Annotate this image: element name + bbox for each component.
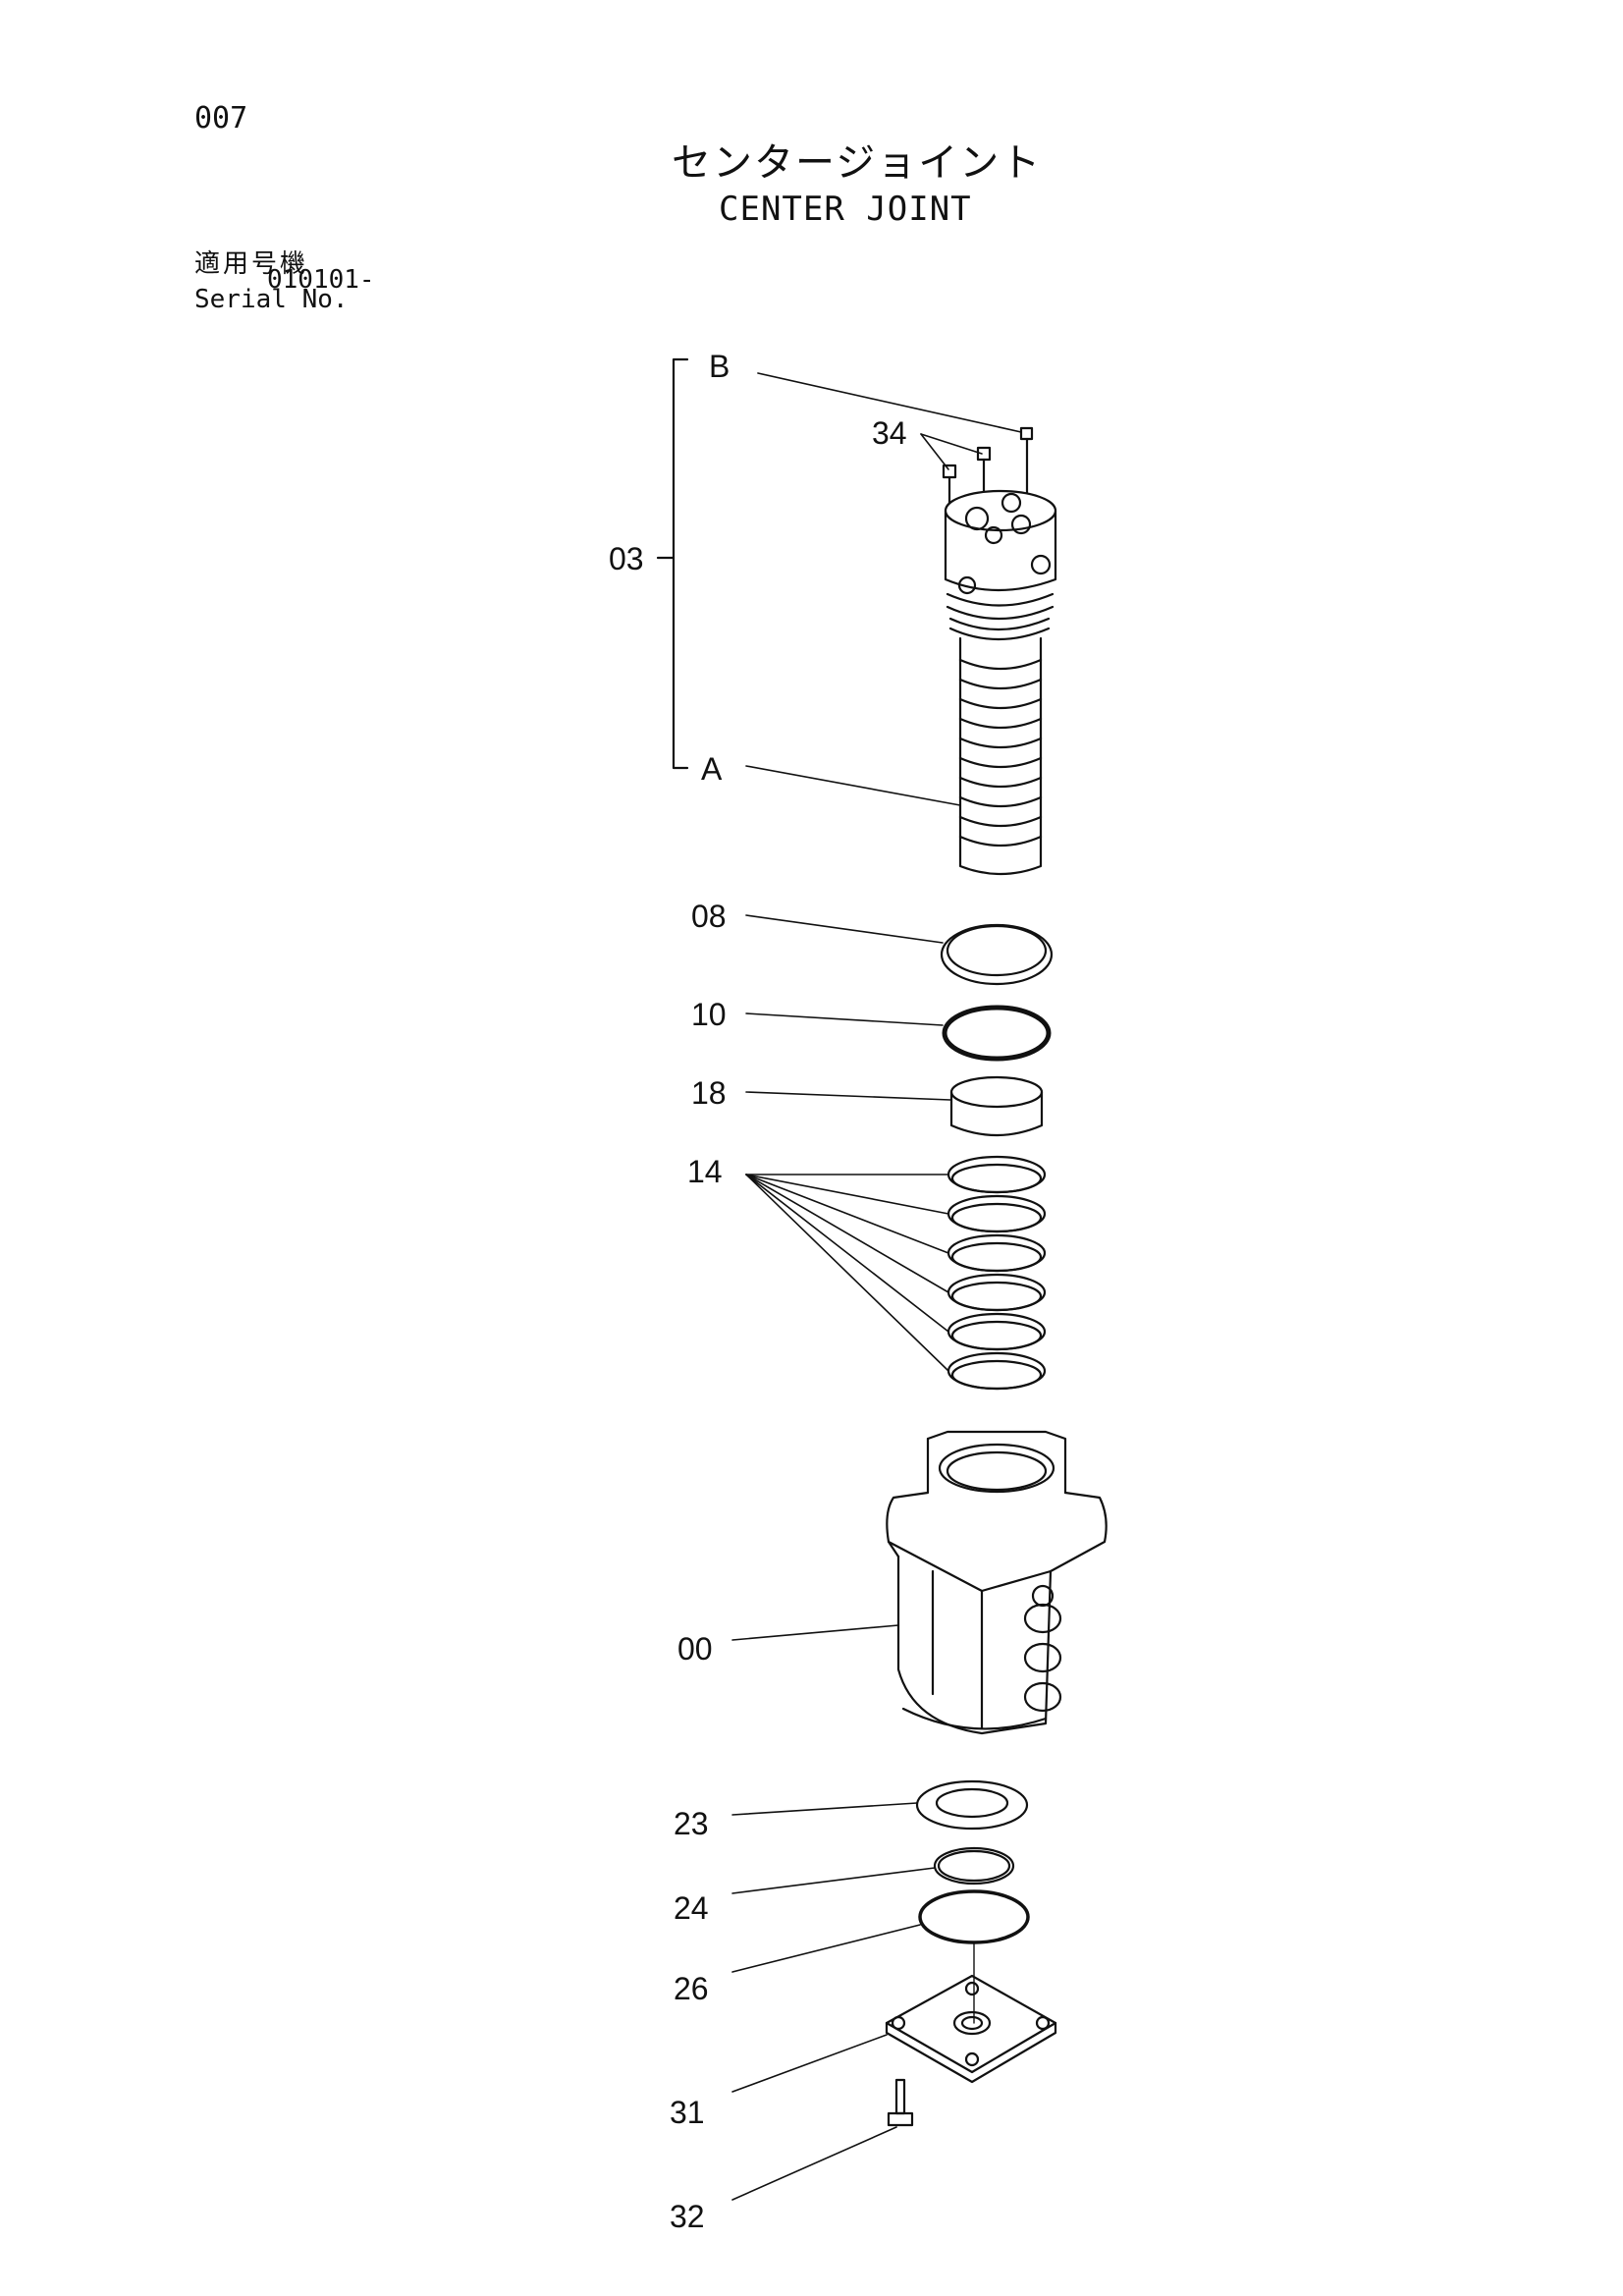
seals-14-part — [947, 1155, 1047, 1391]
seal-08-part — [940, 923, 1054, 986]
bolt-32-part — [887, 2078, 914, 2127]
leader-lines — [731, 372, 1022, 2201]
ring-24-part — [933, 1846, 1015, 1886]
serial-label-english: Serial No. — [194, 285, 349, 314]
callout-a: A — [701, 751, 723, 787]
page-number: 007 — [194, 101, 248, 136]
title-english: CENTER JOINT — [719, 190, 972, 229]
callout-00: 00 — [677, 1631, 713, 1667]
callout-03: 03 — [609, 541, 644, 576]
callout-18: 18 — [691, 1075, 727, 1111]
seal-23-part — [915, 1779, 1029, 1831]
callout-24: 24 — [674, 1890, 709, 1926]
callout-14: 14 — [687, 1154, 723, 1189]
title-japanese: センタージョイント — [672, 140, 1043, 186]
callout-34: 34 — [872, 415, 907, 451]
spindle-part — [944, 489, 1057, 876]
callout-10: 10 — [691, 997, 727, 1032]
callout-31: 31 — [670, 2095, 705, 2130]
callout-32: 32 — [670, 2199, 705, 2234]
serial-number-value: 010101- — [267, 265, 375, 295]
serial-label-japanese: 適用号機 — [194, 249, 309, 279]
cover-31-part — [885, 1974, 1057, 2084]
callout-26: 26 — [674, 1971, 709, 2006]
oring-10-part — [942, 1005, 1052, 1062]
oring-26-part — [918, 1889, 1030, 1944]
assembly-bracket — [656, 357, 689, 770]
callout-b: B — [709, 349, 730, 384]
callout-08: 08 — [691, 899, 727, 934]
callout-23: 23 — [674, 1806, 709, 1841]
ring-18-part — [949, 1075, 1044, 1137]
body-00-part — [886, 1430, 1108, 1735]
